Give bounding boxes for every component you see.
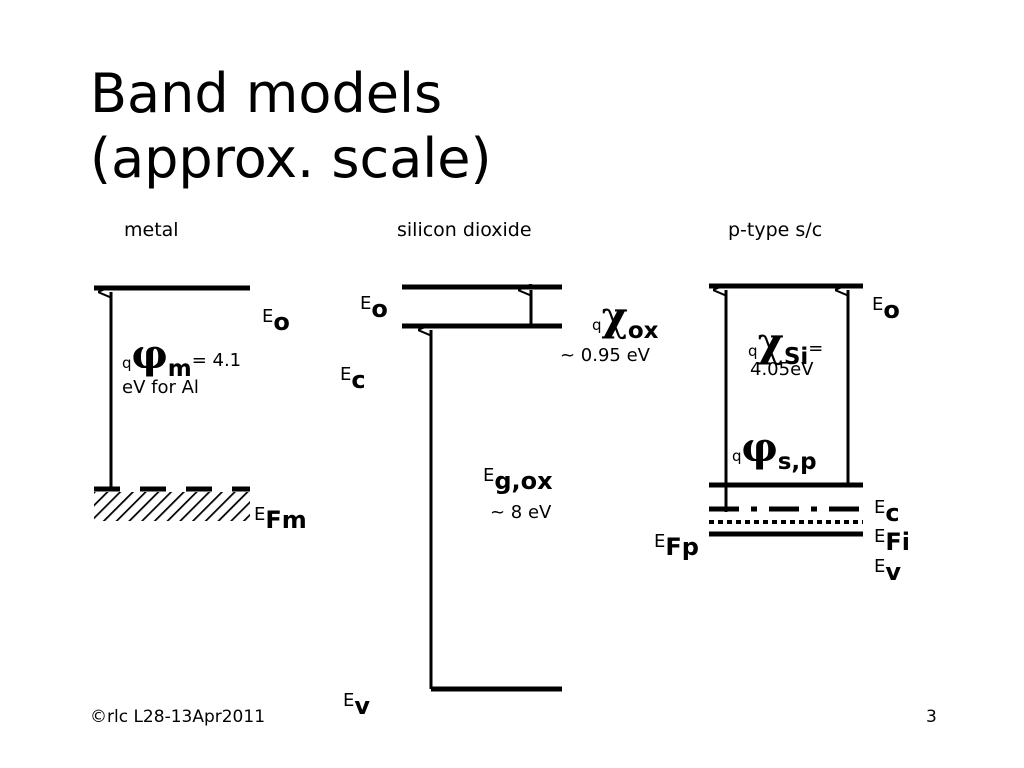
si-ev-label: Ev	[874, 556, 902, 586]
page-number: 3	[926, 707, 937, 727]
si-affinity-value: 4.05eV	[750, 359, 814, 380]
oxide-bandgap-label: Eg,ox	[483, 465, 553, 495]
title-line-1: Band models	[90, 62, 443, 125]
oxide-affinity-value: ~ 0.95 eV	[560, 345, 650, 366]
page-title: Band models (approx. scale)	[90, 62, 492, 192]
section-semiconductor-label: p-type s/c	[728, 219, 823, 241]
metal-filled-states	[94, 492, 250, 521]
oxide-affinity-label: qχox	[592, 293, 659, 344]
oxide-eo-label: Eo	[360, 293, 388, 323]
si-eo-label: Eo	[872, 294, 900, 324]
si-efp-label: EFp	[654, 531, 699, 561]
si-work-function-label: qφs,p	[732, 424, 817, 475]
section-metal-label: metal	[124, 219, 179, 241]
metal-eo-label: Eo	[262, 306, 290, 336]
metal-work-function-value: eV for Al	[122, 377, 199, 398]
si-affinity-label: qχSi=	[748, 319, 824, 370]
si-efi-label: EFi	[874, 526, 910, 556]
title-line-2: (approx. scale)	[90, 126, 492, 190]
section-oxide-label: silicon dioxide	[397, 219, 532, 241]
si-ec-label: Ec	[874, 497, 900, 527]
oxide-ev-label: Ev	[343, 690, 371, 720]
metal-efm-label: EFm	[254, 504, 307, 534]
footer-credit: ©rlc L28-13Apr2011	[90, 707, 266, 727]
metal-work-function-label: qφm= 4.1	[122, 331, 242, 382]
oxide-bandgap-value: ~ 8 eV	[490, 502, 552, 523]
oxide-ec-label: Ec	[340, 364, 366, 394]
